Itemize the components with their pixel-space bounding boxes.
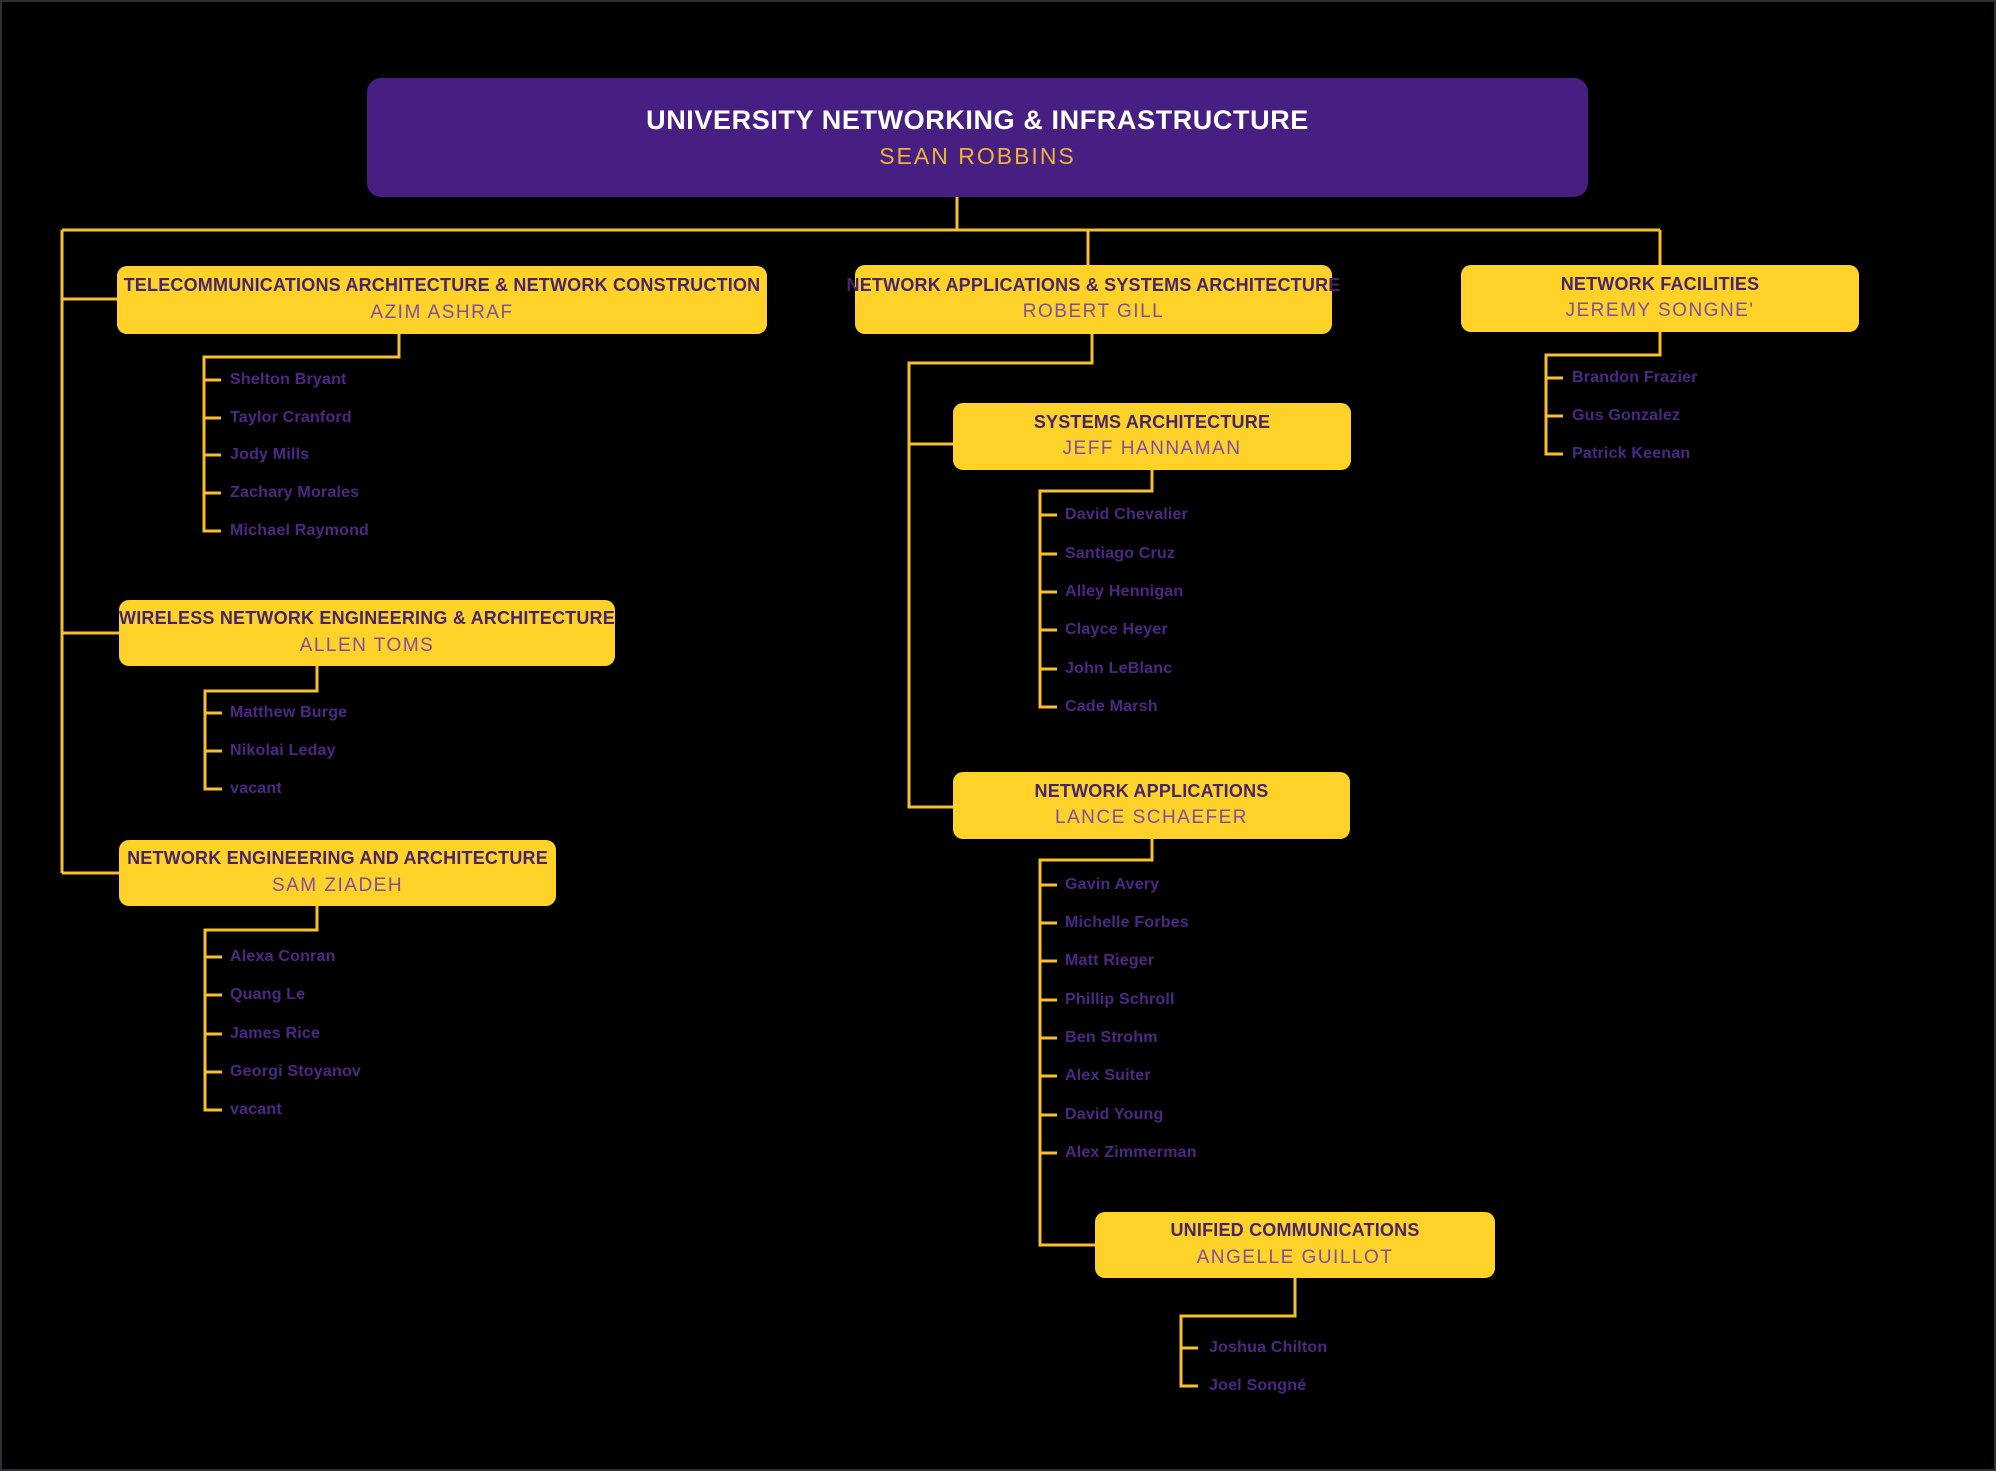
org-node-root[interactable]: UNIVERSITY NETWORKING & INFRASTRUCTURE S… — [367, 78, 1588, 197]
member-name: Zachary Morales — [230, 484, 360, 501]
unit-title: SYSTEMS ARCHITECTURE — [1033, 411, 1271, 432]
unit-title: NETWORK APPLICATIONS — [1034, 780, 1269, 801]
unit-title: NETWORK FACILITIES — [1560, 273, 1760, 294]
member-name: vacant — [230, 1101, 282, 1118]
member-name: Patrick Keenan — [1572, 445, 1691, 462]
member-name: John LeBlanc — [1065, 660, 1173, 677]
org-node-sysarch[interactable]: SYSTEMS ARCHITECTURE JEFF HANNAMAN — [953, 403, 1351, 470]
member-name: Joel Songné — [1209, 1377, 1307, 1394]
unit-title: TELECOMMUNICATIONS ARCHITECTURE & NETWOR… — [123, 275, 761, 296]
member-name: Gus Gonzalez — [1572, 407, 1681, 424]
unit-title: UNIFIED COMMUNICATIONS — [1170, 1220, 1420, 1241]
org-node-unified-comms[interactable]: UNIFIED COMMUNICATIONS ANGELLE GUILLOT — [1095, 1212, 1495, 1278]
connector-netapps-members — [1038, 839, 1154, 1247]
connector-left-trunk — [60, 230, 119, 875]
org-node-facilities[interactable]: NETWORK FACILITIES JEREMY SONGNE' — [1461, 265, 1859, 332]
root-manager: SEAN ROBBINS — [879, 143, 1076, 170]
unit-manager: SAM ZIADEH — [271, 874, 404, 896]
member-name: Quang Le — [230, 986, 306, 1003]
connector-wireless-members — [203, 666, 319, 791]
member-name: David Young — [1065, 1106, 1164, 1123]
member-name: Cade Marsh — [1065, 698, 1158, 715]
connector-unified-members — [1179, 1278, 1297, 1388]
org-node-telecom[interactable]: TELECOMMUNICATIONS ARCHITECTURE & NETWOR… — [117, 266, 767, 334]
member-name: Nikolai Leday — [230, 742, 336, 759]
unit-title: WIRELESS NETWORK ENGINEERING & ARCHITECT… — [119, 608, 615, 629]
unit-manager: JEREMY SONGNE' — [1565, 300, 1755, 322]
unit-manager: AZIM ASHRAF — [370, 301, 514, 323]
unit-manager: LANCE SCHAEFER — [1054, 807, 1249, 829]
member-name: Phillip Schroll — [1065, 991, 1175, 1008]
unit-manager: ANGELLE GUILLOT — [1196, 1246, 1394, 1268]
member-name: Alex Suiter — [1065, 1067, 1151, 1084]
member-name: Jody Mills — [230, 446, 310, 463]
member-name: vacant — [230, 780, 282, 797]
member-name: Joshua Chilton — [1209, 1339, 1328, 1356]
member-name: David Chevalier — [1065, 506, 1189, 523]
unit-title: NETWORK APPLICATIONS & SYSTEMS ARCHITECT… — [846, 274, 1341, 295]
member-name: Taylor Cranford — [230, 409, 352, 426]
member-name: Michael Raymond — [230, 522, 370, 539]
unit-manager: ALLEN TOMS — [299, 634, 435, 656]
member-name: Gavin Avery — [1065, 876, 1160, 893]
org-node-netapps-sysarch[interactable]: NETWORK APPLICATIONS & SYSTEMS ARCHITECT… — [847, 265, 1340, 334]
connector-facilities-members — [1544, 332, 1662, 456]
connector-neteng-members — [203, 906, 319, 1112]
member-name: Michelle Forbes — [1065, 914, 1189, 931]
member-name: Alley Hennigan — [1065, 583, 1184, 600]
member-name: Matthew Burge — [230, 704, 348, 721]
connector-telecom-members — [202, 334, 401, 533]
member-name: Alexa Conran — [230, 948, 336, 965]
member-name: Alex Zimmerman — [1065, 1144, 1197, 1161]
unit-title: NETWORK ENGINEERING AND ARCHITECTURE — [127, 848, 548, 869]
member-name: Matt Rieger — [1065, 952, 1155, 969]
connector-gill-subtree — [907, 334, 1094, 809]
unit-manager: JEFF HANNAMAN — [1062, 438, 1242, 460]
org-node-neteng[interactable]: NETWORK ENGINEERING AND ARCHITECTURE SAM… — [119, 840, 556, 906]
member-name: James Rice — [230, 1025, 321, 1042]
org-node-netapps[interactable]: NETWORK APPLICATIONS LANCE SCHAEFER — [953, 772, 1350, 839]
root-title: UNIVERSITY NETWORKING & INFRASTRUCTURE — [646, 105, 1309, 135]
member-name: Brandon Frazier — [1572, 369, 1698, 386]
org-node-wireless[interactable]: WIRELESS NETWORK ENGINEERING & ARCHITECT… — [119, 600, 615, 666]
connector-sysarch-members — [1038, 470, 1154, 709]
member-name: Ben Strohm — [1065, 1029, 1158, 1046]
unit-manager: ROBERT GILL — [1022, 301, 1165, 323]
member-name: Clayce Heyer — [1065, 621, 1168, 638]
member-name: Shelton Bryant — [230, 371, 347, 388]
member-name: Georgi Stoyanov — [230, 1063, 362, 1080]
member-name: Santiago Cruz — [1065, 545, 1176, 562]
